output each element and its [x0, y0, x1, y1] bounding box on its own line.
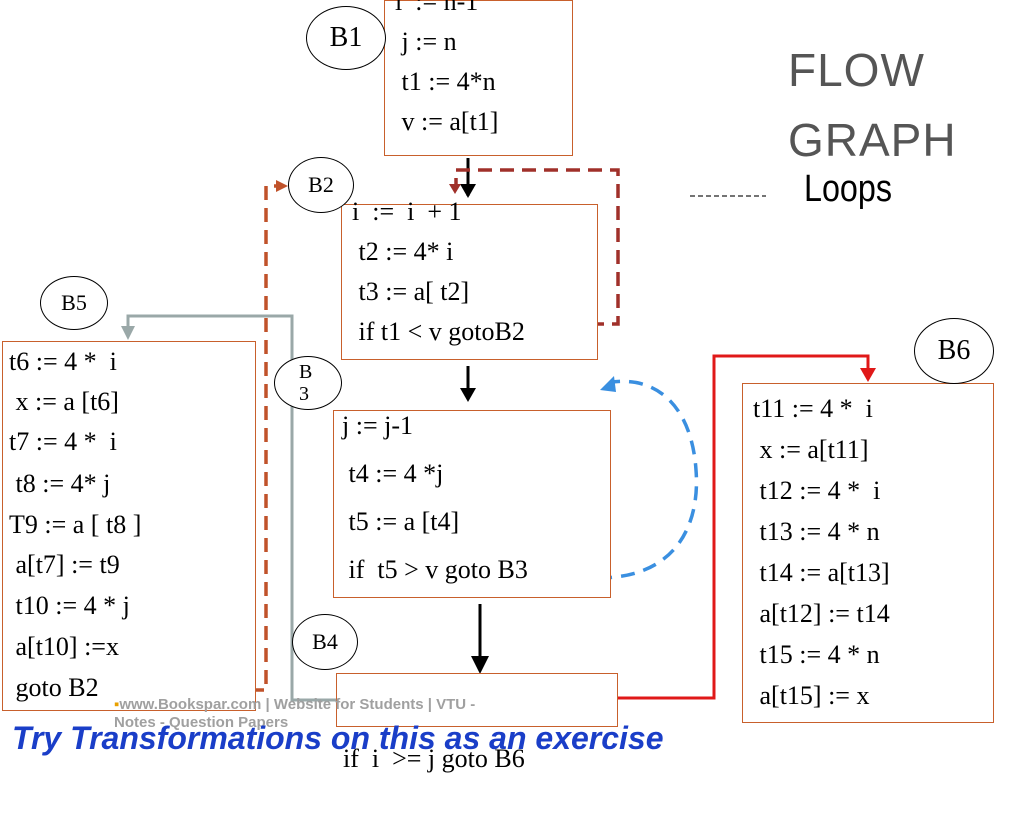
footer-line-1: ▪www.Bookspar.com | Website for Students… [114, 696, 476, 713]
b6-line-6: a[t12] := t14 [753, 599, 890, 628]
edge-b4-b6 [618, 354, 870, 700]
b6-line-2: x := a[t11] [753, 435, 869, 464]
block-b6: t11 := 4 * i x := a[t11] t12 := 4 * i t1… [742, 383, 994, 723]
b6-line-7: t15 := 4 * n [753, 640, 880, 669]
block-b1-code: i := n-1 j := n t1 := 4*n v := a[t1] [395, 0, 498, 167]
b5-line-4: t8 := 4* j [9, 469, 111, 498]
b6-line-3: t12 := 4 * i [753, 476, 881, 505]
connector-layer [121, 158, 876, 702]
edge-b2-self-loop [454, 168, 620, 326]
block-b6-code: t11 := 4 * i x := a[t11] t12 := 4 * i t1… [753, 394, 890, 710]
b1-line-4: v := a[t1] [395, 107, 499, 136]
footer-line-1-text: www.Bookspar.com | Website for Students … [119, 696, 476, 713]
title-line-2: GRAPH [788, 114, 957, 166]
footer-line-2: Notes - Question Papers [114, 714, 289, 731]
b3-line-1: j := j-1 [342, 411, 413, 440]
block-b2: i := i + 1 t2 := 4* i t3 := a[ t2] if t1… [341, 197, 598, 360]
label-b3-top: B [299, 361, 313, 383]
title-line-1: FLOW [788, 44, 925, 96]
b3-line-4: if t5 > v goto B3 [342, 555, 528, 584]
edge-b5-b2-head [276, 180, 288, 192]
b6-line-1: t11 := 4 * i [753, 394, 873, 423]
edge-b3-self-loop [597, 379, 699, 580]
block-b3: j := j-1 t4 := 4 *j t5 := a [t4] if t5 >… [333, 410, 611, 598]
label-b3-bottom: 3 [299, 383, 309, 405]
block-b5: t6 := 4 * i x := a [t6] t7 := 4 * i t8 :… [2, 341, 256, 711]
b2-line-3: t3 := a[ t2] [352, 277, 470, 306]
edge-b2-self-loop-head [449, 184, 461, 194]
block-b1: i := n-1 j := n t1 := 4*n v := a[t1] [384, 0, 573, 156]
edge-b2-b3-head [460, 388, 476, 402]
b5-line-1: t6 := 4 * i [9, 347, 117, 376]
b5-line-5: T9 := a [ t8 ] [9, 510, 142, 539]
edge-b4-b6-head [860, 368, 876, 382]
label-b4: B4 [292, 614, 358, 670]
slide-title: FLOW GRAPH [788, 44, 957, 166]
b5-line-2: x := a [t6] [9, 387, 119, 416]
b6-line-8: a[t15] := x [753, 681, 870, 710]
b2-line-4: if t1 < v gotoB2 [352, 317, 525, 346]
label-b2: B2 [288, 157, 354, 213]
b3-line-2: t4 := 4 *j [342, 459, 444, 488]
block-b2-code: i := i + 1 t2 := 4* i t3 := a[ t2] if t1… [352, 197, 525, 377]
edge-b4-b5 [126, 314, 336, 702]
b5-line-8: a[t10] :=x [9, 632, 119, 661]
b5-line-6: a[t7] := t9 [9, 550, 120, 579]
b3-line-3: t5 := a [t4] [342, 507, 460, 536]
label-b3: B 3 [274, 356, 342, 410]
b6-line-4: t13 := 4 * n [753, 517, 880, 546]
edge-b3-self-loop-head [600, 376, 616, 392]
loops-label: Loops [804, 168, 893, 210]
edge-b1-b2-head [460, 184, 476, 198]
label-b5: B5 [40, 276, 108, 330]
b5-line-7: t10 := 4 * j [9, 591, 130, 620]
footer-watermark: ▪www.Bookspar.com | Website for Students… [114, 696, 475, 732]
b1-line-1: i := n-1 [395, 0, 479, 16]
b6-line-5: t14 := a[t13] [753, 558, 890, 587]
label-b6: B6 [914, 318, 994, 384]
b5-line-9: goto B2 [9, 673, 99, 702]
block-b5-code: t6 := 4 * i x := a [t6] t7 := 4 * i t8 :… [9, 347, 141, 702]
b2-line-1: i := i + 1 [352, 197, 462, 226]
edge-b3-b4-head [471, 656, 489, 674]
b2-line-2: t2 := 4* i [352, 237, 454, 266]
label-b1: B1 [306, 6, 386, 70]
b5-line-3: t7 := 4 * i [9, 427, 117, 456]
flow-graph-slide: FLOW GRAPH Loops i := n-1 j := n t1 := 4… [2, 0, 994, 773]
block-b3-code: j := j-1 t4 := 4 *j t5 := a [t4] if t5 >… [342, 411, 528, 591]
edge-b4-b5-head [121, 326, 135, 340]
b1-line-2: j := n [395, 27, 457, 56]
b1-line-3: t1 := 4*n [395, 67, 496, 96]
exercise-caption: Try Transformations on this as an exerci… [12, 720, 664, 756]
edge-b5-b2 [140, 184, 280, 692]
